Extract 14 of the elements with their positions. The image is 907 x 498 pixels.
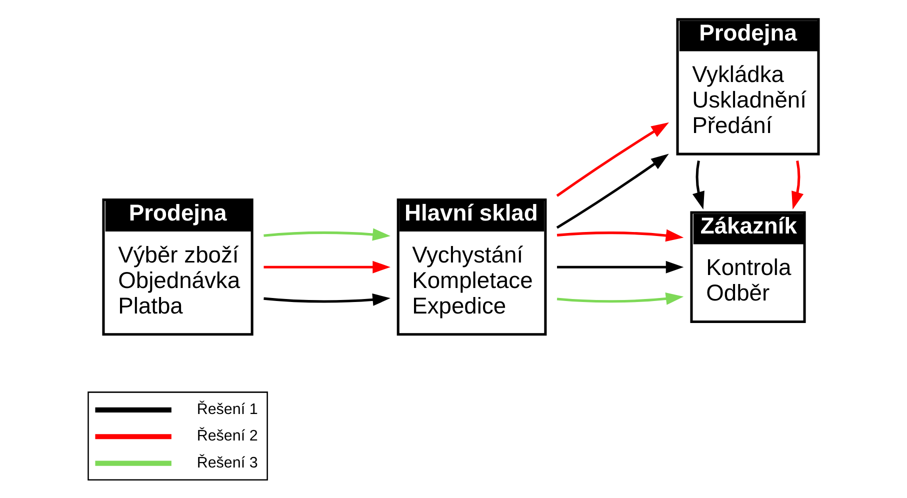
arrow (263, 294, 390, 306)
arrow (263, 260, 390, 274)
arrow (556, 260, 684, 274)
legend-label: Řešení 2 (196, 428, 258, 445)
arrow (791, 160, 804, 210)
arrow (263, 228, 390, 241)
arrow (556, 229, 684, 242)
legend-label: Řešení 3 (196, 454, 258, 472)
arrow (556, 122, 668, 197)
legend-label: Řešení 1 (196, 400, 258, 418)
arrow (692, 160, 704, 210)
node-box: Hlavní sklad Vychystání Kompletace Expedice (396, 198, 546, 336)
arrow (556, 154, 668, 229)
arrow (556, 292, 684, 305)
